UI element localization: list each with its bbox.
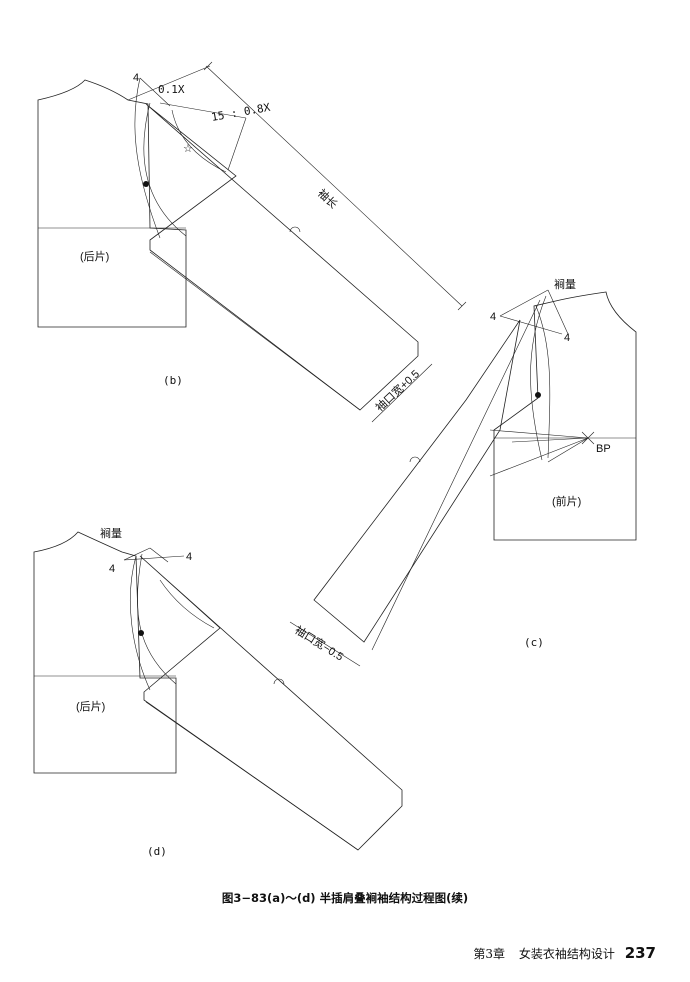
sleeve-b-elbow-notch <box>289 226 301 233</box>
c-pleat-line-3 <box>547 289 569 335</box>
c-num-4a: 4 <box>490 311 496 323</box>
c-cuff-label: 袖口宽−0.5 <box>292 623 346 664</box>
footer-title: 女装衣袖结构设计 <box>518 947 615 961</box>
sleeve-b-underarm <box>149 251 361 411</box>
footer-chapter: 第3章 <box>473 947 506 961</box>
b-piece-label: (后片) <box>80 250 109 263</box>
page-number: 237 <box>624 944 656 962</box>
notch-dot <box>143 181 149 187</box>
sleeve-c-elbow-notch <box>409 456 421 463</box>
c-pleat-line-1 <box>499 289 549 317</box>
offset-line <box>139 77 171 107</box>
cuff-dim-c <box>289 621 361 667</box>
d-pleat-line-3 <box>149 547 169 563</box>
dim-tick-top <box>203 61 213 71</box>
c-panel-label: (c) <box>524 636 544 649</box>
bp-cross-b <box>581 431 595 445</box>
sleeve-c-top <box>371 299 541 651</box>
sleeve-c-outline <box>313 319 521 643</box>
ratio-line-side <box>227 117 247 171</box>
d-armhole-curve-b <box>137 553 177 685</box>
b-panel-label: (b) <box>163 374 183 387</box>
d-pleat-label: 裥量 <box>100 527 122 540</box>
dim-tick-bottom <box>457 301 467 311</box>
panel-b: 4 0.1X 15 : 0.8X ☆ 袖长 袖口宽+0.5 (后片) (b) <box>37 61 467 423</box>
panel-c: 裥量 4 4 BP (前片) 袖口宽−0.5 (c) <box>289 278 637 667</box>
armhole-curve-b <box>143 102 187 237</box>
d-num-4b: 4 <box>186 551 192 563</box>
b-star-label: ☆ <box>183 143 193 155</box>
sleeve-b-outline <box>145 103 419 411</box>
cuff-dim-b <box>371 363 433 423</box>
sleeve-d-elbow-notch <box>273 678 285 685</box>
sleeve-length-dim <box>205 65 463 307</box>
shoulder-ext-line <box>127 65 211 101</box>
c-armhole-curve-b <box>535 305 551 459</box>
panel-d: 裥量 4 4 (后片) (d) <box>33 527 403 858</box>
b-cuff-label: 袖口宽+0.5 <box>372 367 422 415</box>
armhole-curve-a <box>134 77 161 239</box>
back-bodice-outline <box>37 79 187 328</box>
b-sleeve-length-label: 袖长 <box>315 186 341 211</box>
d-armhole-curve-a <box>129 555 151 691</box>
bp-dart-2 <box>489 437 589 477</box>
c-bp-label: BP <box>596 443 611 455</box>
sleeve-d-underarm <box>145 701 359 851</box>
d-pleat-line-1 <box>123 547 151 561</box>
d-num-4a: 4 <box>109 563 115 575</box>
sleeve-d-outline <box>139 555 403 851</box>
b-num-4: 4 <box>133 72 139 84</box>
d-pleat-line-2 <box>123 555 185 561</box>
d-piece-label: (后片) <box>76 700 105 713</box>
c-num-4b: 4 <box>564 332 570 344</box>
ratio-line-top <box>159 102 247 119</box>
c-pleat-label: 裥量 <box>554 278 576 291</box>
d-notch-dot <box>138 630 144 636</box>
b-ratio-label: 15 : 0.8X <box>210 101 271 124</box>
c-notch-dot <box>535 392 541 398</box>
bp-dart-1 <box>489 429 589 439</box>
c-armhole-curve-a <box>530 295 547 461</box>
b-offset-label: 0.1X <box>158 83 185 96</box>
bp-dart-3 <box>511 437 589 443</box>
c-pleat-line-2 <box>499 315 563 335</box>
figure-caption: 图3−83(a)～(d) 半插肩叠裥袖结构过程图(续) <box>221 891 469 905</box>
d-arc <box>159 579 215 629</box>
star-arc <box>171 109 227 173</box>
page-footer: 第3章 女装衣袖结构设计 237 <box>473 944 656 962</box>
d-back-bodice-outline <box>33 531 177 774</box>
bp-dart-4 <box>547 437 589 463</box>
c-piece-label: (前片) <box>552 494 581 508</box>
d-panel-label: (d) <box>147 845 167 858</box>
